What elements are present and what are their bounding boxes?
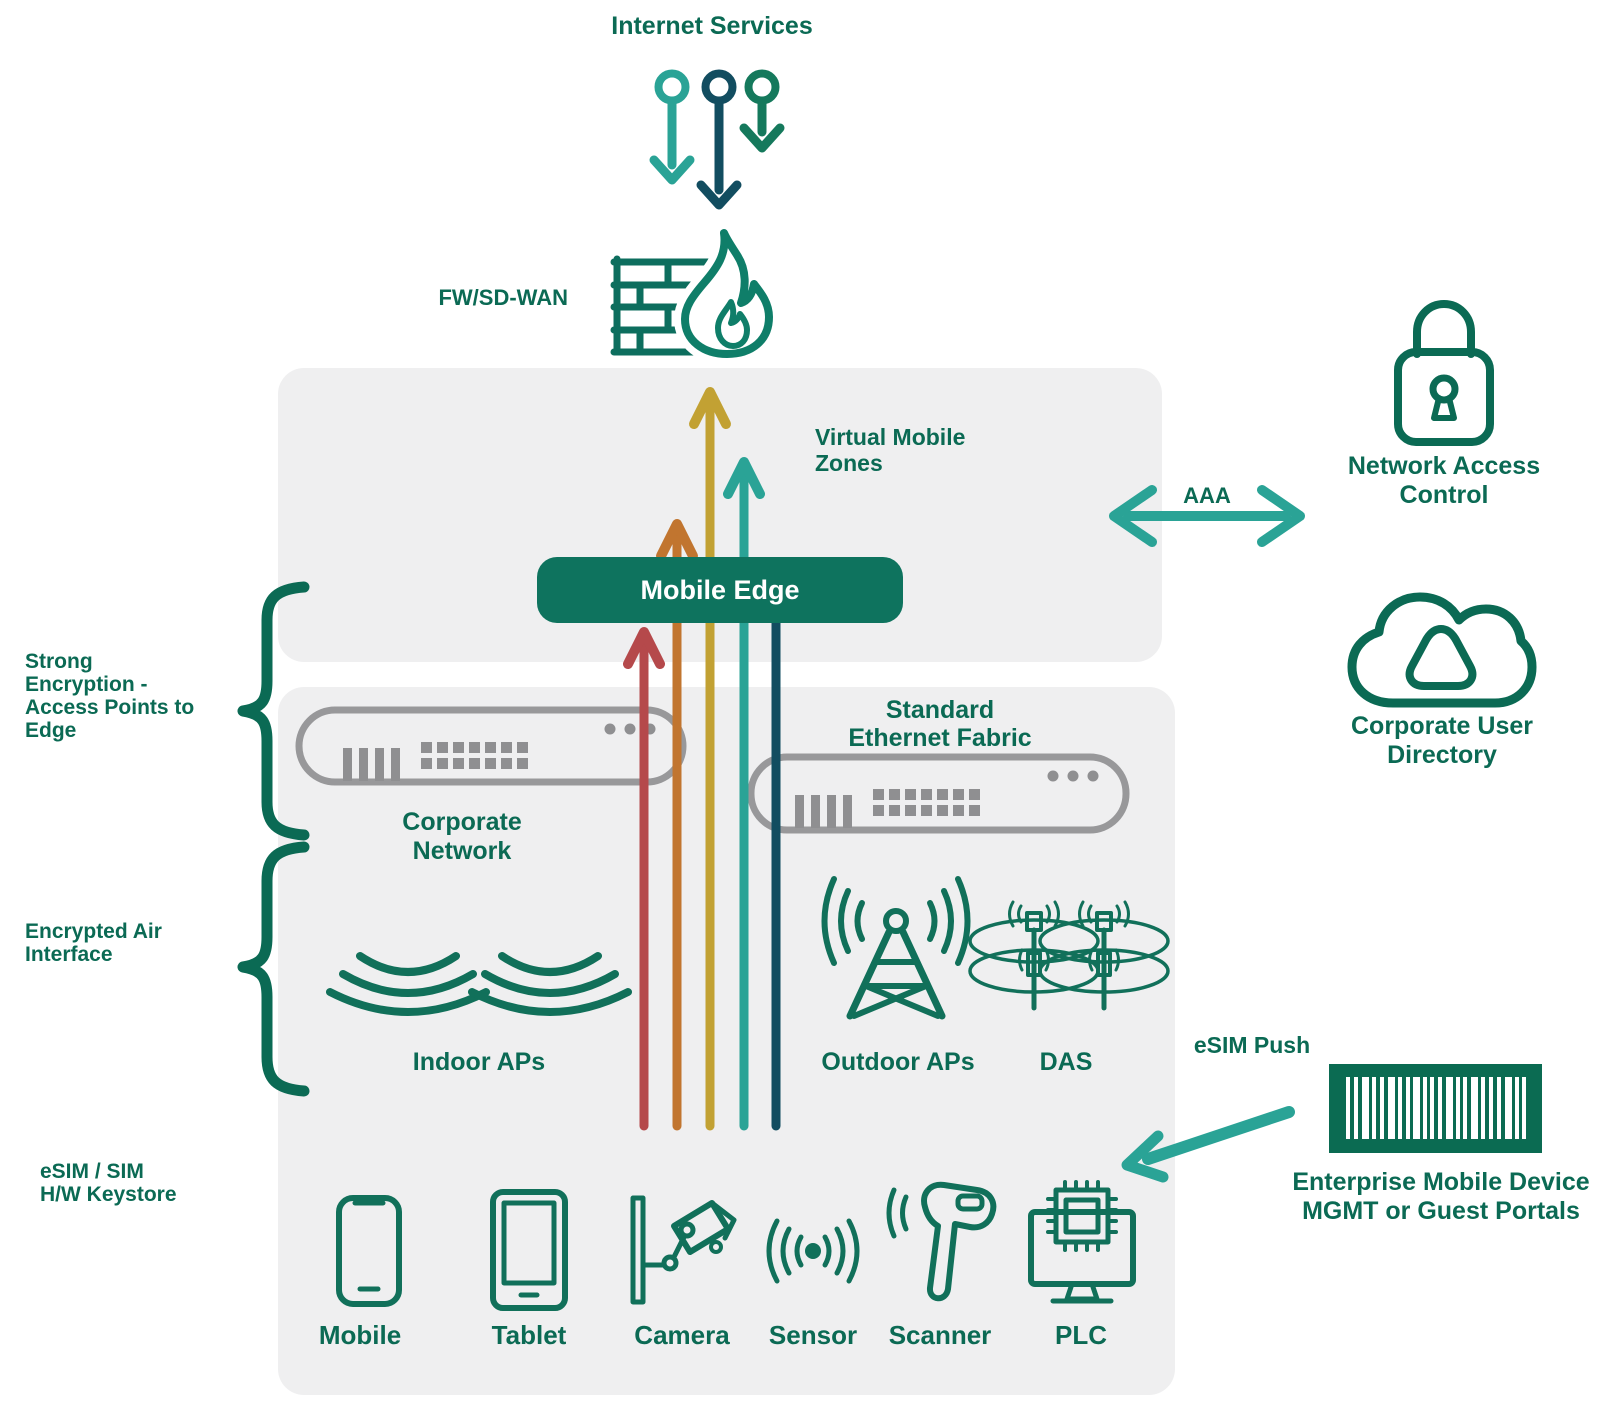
enterprise-mdm-label: Enterprise Mobile Device MGMT or Guest P…	[1292, 1168, 1590, 1225]
outdoor-aps-label: Outdoor APs	[821, 1048, 975, 1076]
campus-network-panel	[278, 687, 1175, 1395]
fw-sdwan-label: FW/SD-WAN	[438, 285, 568, 310]
lock-icon	[1394, 300, 1494, 446]
device-label-mobile: Mobile	[318, 1320, 402, 1350]
virtual-mobile-zones-label: Virtual Mobile Zones	[815, 424, 966, 476]
das-label: DAS	[1039, 1048, 1093, 1076]
corporate-network-label: Corporate Network	[402, 808, 522, 865]
network-access-control-label: Network Access Control	[1347, 452, 1541, 509]
firewall-icon	[610, 222, 780, 365]
indoor-aps-label: Indoor APs	[412, 1048, 546, 1076]
barcode-icon	[1329, 1064, 1542, 1153]
ethernet-fabric-label: Standard Ethernet Fabric	[848, 696, 1032, 752]
internet-arrows-icon	[649, 69, 785, 210]
device-label-camera: Camera	[634, 1320, 730, 1350]
corporate-user-directory-label: Corporate User Directory	[1351, 712, 1533, 769]
strong-encryption-annotation: Strong Encryption - Access Points to Edg…	[25, 650, 195, 742]
mobile-edge-label: Mobile Edge	[640, 574, 800, 605]
device-label-sensor: Sensor	[768, 1320, 858, 1350]
internet-services-title: Internet Services	[611, 12, 813, 40]
device-label-tablet: Tablet	[491, 1320, 567, 1350]
esim-keystore-annotation: eSIM / SIM H/W Keystore	[40, 1160, 177, 1206]
device-label-plc: PLC	[1055, 1320, 1107, 1350]
esim-push-label: eSIM Push	[1193, 1032, 1311, 1058]
mobile-edge-node: Mobile Edge	[537, 557, 903, 623]
encrypted-air-annotation: Encrypted Air Interface	[25, 920, 162, 966]
cloud-icon	[1347, 592, 1537, 708]
aaa-label: AAA	[1183, 483, 1231, 508]
device-label-scanner: Scanner	[888, 1320, 992, 1350]
